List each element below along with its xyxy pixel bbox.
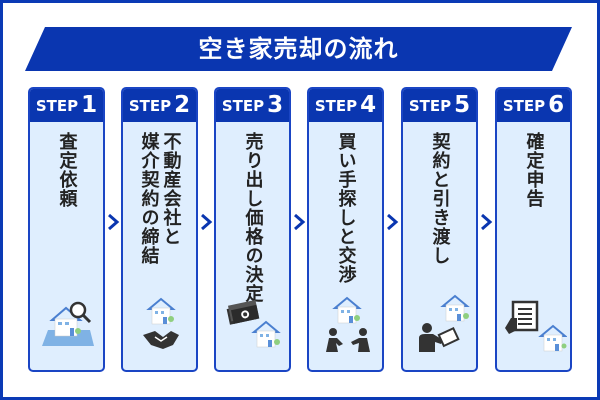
step-text: 買い手探しと交渉 <box>335 132 357 284</box>
step-label: STEP <box>314 97 358 115</box>
step-label: STEP <box>221 97 265 115</box>
step-text-line-2: 媒介契約の締結 <box>138 132 160 265</box>
step-number: 5 <box>454 92 471 118</box>
step-number: 4 <box>360 92 377 118</box>
chevron-right-icon <box>481 213 493 231</box>
step-number: 3 <box>267 92 284 118</box>
step-text: 売り出し価格の決定 <box>242 132 264 303</box>
step-label: STEP <box>35 97 79 115</box>
banner-shape <box>25 27 572 71</box>
step-text: 査定依頼 <box>56 132 78 208</box>
money-house-icon <box>226 299 281 348</box>
step-number: 6 <box>548 92 565 118</box>
title-banner: 空き家売却の流れ <box>25 27 572 71</box>
house-handshake-icon <box>143 297 179 349</box>
person-tablet-house-icon <box>419 294 470 352</box>
page-title: 空き家売却の流れ <box>198 35 399 63</box>
step-label: STEP <box>502 97 546 115</box>
step-number: 2 <box>174 92 191 118</box>
house-magnifier-icon <box>42 301 94 346</box>
step-text: 確定申告 <box>523 132 545 208</box>
chevron-right-icon <box>294 213 306 231</box>
house-people-icon <box>326 296 370 352</box>
step-text-line-1: 不動産会社と <box>160 132 182 246</box>
chevron-right-icon <box>387 213 399 231</box>
document-house-icon <box>505 300 567 352</box>
chevron-right-icon <box>108 213 120 231</box>
step-label: STEP <box>408 97 452 115</box>
chevron-right-icon <box>201 213 213 231</box>
step-label: STEP <box>128 97 172 115</box>
step-text: 契約と引き渡し <box>429 132 451 265</box>
step-number: 1 <box>81 92 98 118</box>
